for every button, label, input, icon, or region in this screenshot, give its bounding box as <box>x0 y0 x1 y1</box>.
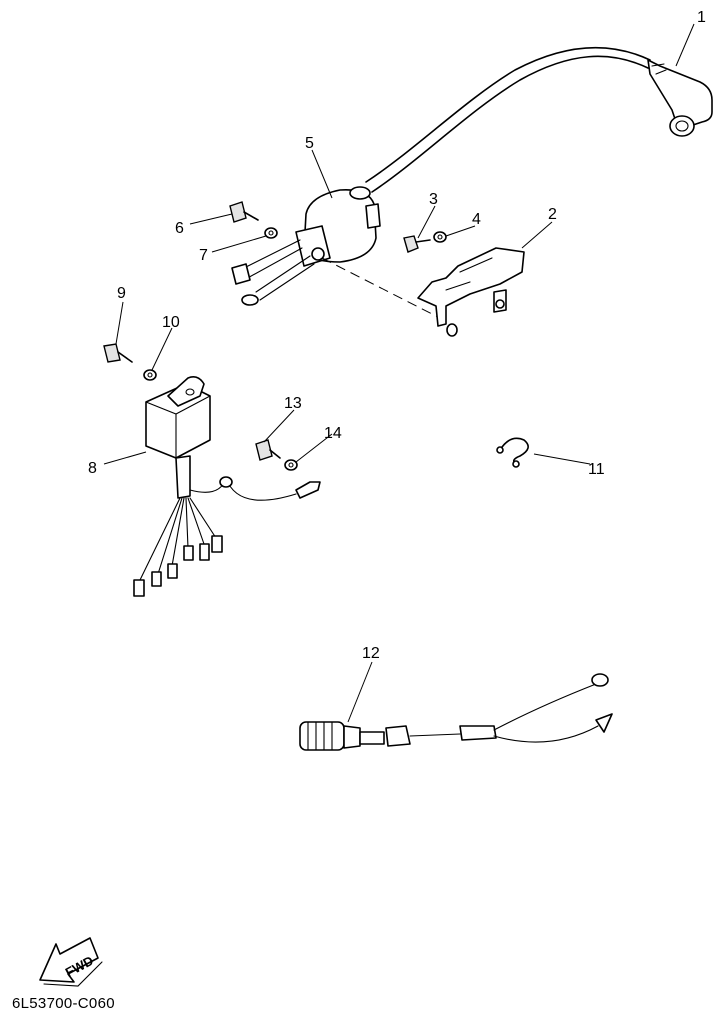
callout-4: 4 <box>472 211 481 228</box>
callout-7: 7 <box>199 247 208 264</box>
spark-plug-cap <box>365 46 713 193</box>
washer-14 <box>284 459 298 471</box>
wire-clip <box>496 437 529 468</box>
bolt-3 <box>403 235 431 253</box>
connector-assembly <box>299 673 613 751</box>
washer-7 <box>264 227 278 239</box>
leader-lines <box>103 23 695 723</box>
washer-4 <box>433 231 447 243</box>
callout-6: 6 <box>175 220 184 237</box>
cdi-unit <box>133 376 321 597</box>
callout-12: 12 <box>362 645 380 662</box>
fwd-arrow: FWD <box>39 937 103 987</box>
callout-1: 1 <box>697 9 706 26</box>
callout-13: 13 <box>284 395 302 412</box>
drawing-code: 6L53700-C060 <box>12 995 115 1012</box>
coil-bracket <box>417 247 525 337</box>
bolt-6 <box>229 201 259 223</box>
callout-9: 9 <box>117 285 126 302</box>
callout-10: 10 <box>162 314 180 331</box>
bolt-9 <box>103 343 133 363</box>
callout-5: 5 <box>305 135 314 152</box>
bolt-13 <box>255 439 281 461</box>
washer-10 <box>143 369 157 381</box>
callout-3: 3 <box>429 191 438 208</box>
ignition-coil <box>231 186 441 319</box>
callout-2: 2 <box>548 206 557 223</box>
callout-11: 11 <box>588 461 605 478</box>
callout-8: 8 <box>88 460 97 477</box>
callout-14: 14 <box>324 425 342 442</box>
